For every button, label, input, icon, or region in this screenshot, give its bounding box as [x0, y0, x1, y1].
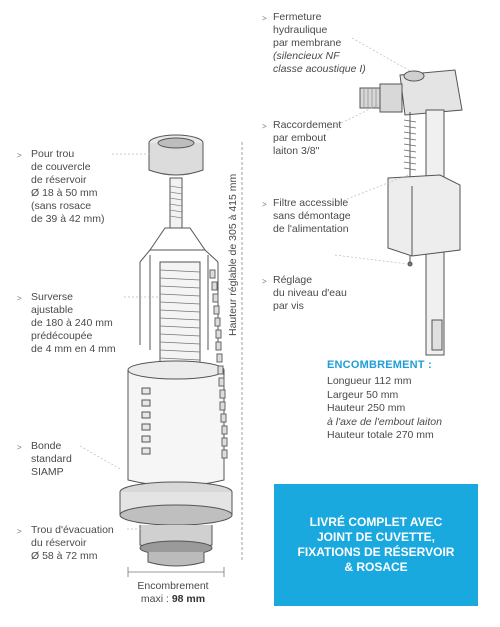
- label-filtre: Filtre accessible sans démontage de l'al…: [273, 197, 351, 235]
- pointer-icon: >: [262, 277, 267, 286]
- height-range-label: Hauteur réglable de 305 à 415 mm: [227, 173, 239, 336]
- label-fermeture: Fermeture hydraulique par membrane (sile…: [273, 11, 366, 75]
- label-trou-evacuation: Trou d'évacuation du réservoir Ø 58 à 72…: [31, 524, 114, 562]
- label-raccordement: Raccordement par embout laiton 3/8": [273, 119, 342, 157]
- width-label: Encombrement maxi : 98 mm: [137, 580, 209, 605]
- pointer-icon: >: [262, 200, 267, 209]
- encombrement-specs: Longueur 112 mm Largeur 50 mm Hauteur 25…: [327, 375, 442, 441]
- label-trou-couvercle: Pour trou de couvercle de réservoir Ø 18…: [31, 148, 105, 225]
- pointer-icon: >: [17, 443, 22, 452]
- pointer-icon: >: [17, 294, 22, 303]
- pointer-icon: >: [17, 527, 22, 536]
- pointer-icon: >: [262, 122, 267, 131]
- label-surverse: Surverse ajustable de 180 à 240 mm prédé…: [31, 291, 116, 355]
- flush-valve-drawing: [119, 134, 233, 567]
- label-reglage: Réglage du niveau d'eau par vis: [273, 274, 347, 312]
- width-dimension: [127, 567, 225, 577]
- pointer-icon: >: [17, 151, 22, 160]
- label-bonde: Bonde standard SIAMP: [31, 440, 72, 478]
- promo-box: LIVRÉ COMPLET AVEC JOINT DE CUVETTE, FIX…: [274, 484, 478, 606]
- promo-text: LIVRÉ COMPLET AVEC JOINT DE CUVETTE, FIX…: [297, 515, 455, 574]
- encombrement-title: ENCOMBREMENT :: [327, 359, 432, 371]
- fill-valve-drawing: [359, 69, 463, 356]
- pointer-icon: >: [262, 14, 267, 23]
